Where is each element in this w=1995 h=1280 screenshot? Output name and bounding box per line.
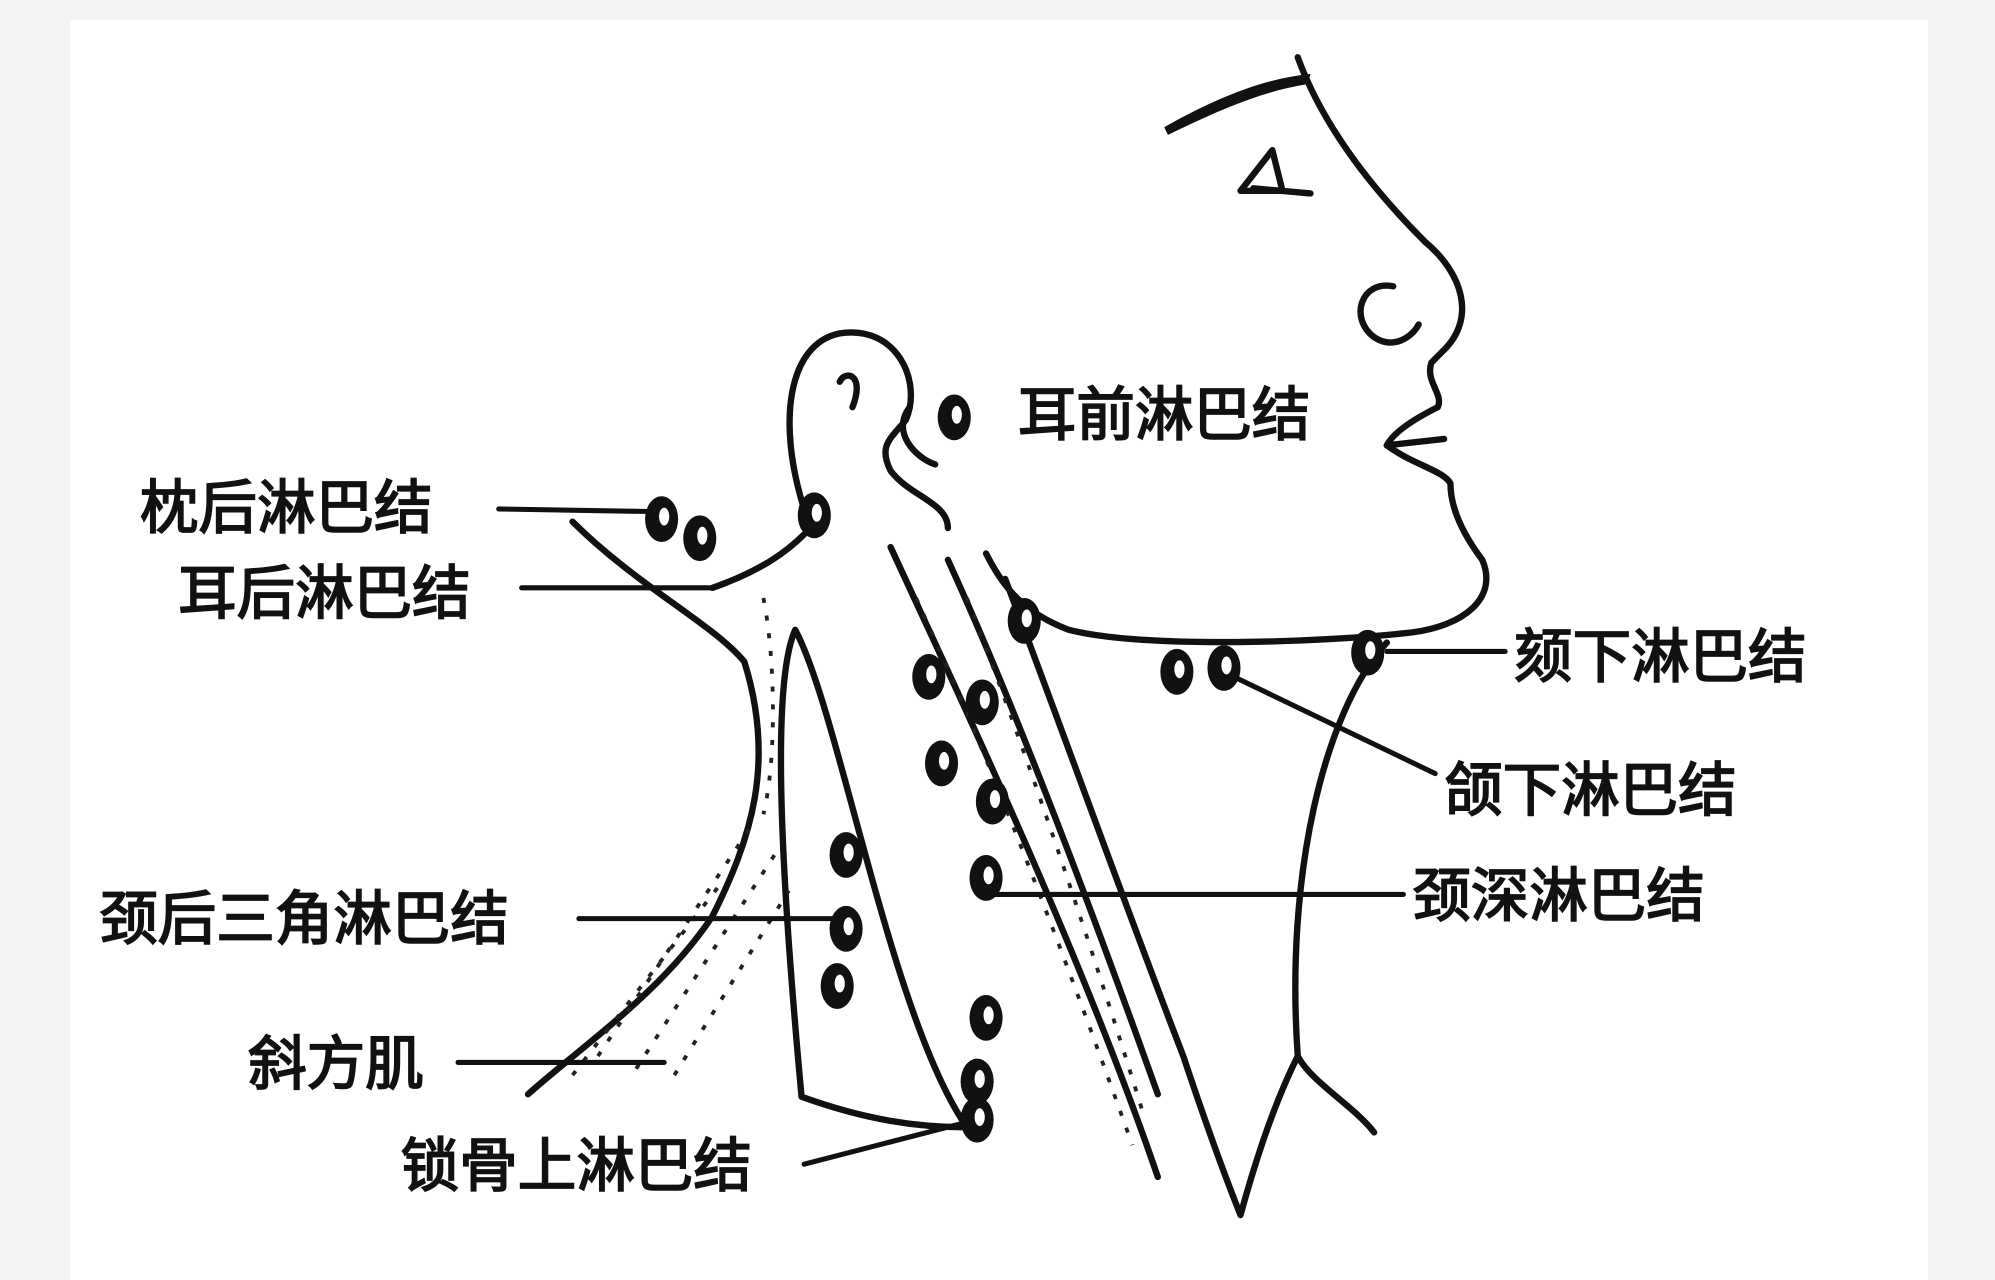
lymph-node [829, 905, 863, 952]
ear [786, 329, 952, 532]
head-neck-outline [524, 54, 1490, 1219]
trapezius-shading [571, 825, 791, 1077]
label-submandibular: 颌下淋巴结 [1444, 756, 1737, 824]
lymph-node-highlight [659, 507, 670, 526]
leader-lines [455, 506, 1508, 1167]
leader-submandibular [1231, 674, 1438, 777]
lymph-node [1351, 629, 1385, 676]
lymph-node [960, 1096, 994, 1143]
eye [1237, 146, 1314, 197]
lymph-node-highlight [951, 405, 962, 424]
lymph-node-highlight [811, 503, 822, 522]
ear-inner [836, 372, 939, 468]
lymph-node [912, 653, 946, 700]
lips [1383, 435, 1448, 449]
label-submental: 颏下淋巴结 [1514, 623, 1807, 691]
label-trapezius: 斜方肌 [248, 1030, 424, 1098]
labels: 耳前淋巴结 枕后淋巴结 耳后淋巴结 颏下淋巴结 颌下淋巴结 颈深淋巴结 颈后三角… [99, 381, 1806, 1200]
lymph-node-highlight [1021, 609, 1032, 628]
lymph-node-highlight [974, 1108, 985, 1127]
posterior-triangle [777, 626, 971, 1131]
lymph-node [1207, 645, 1241, 691]
sternocleidomastoid-back [944, 556, 1161, 1098]
nostril [1357, 282, 1422, 346]
muscle-shading [761, 597, 1147, 1146]
lymph-node-highlight [843, 917, 854, 936]
lymph-node [683, 515, 717, 562]
lymph-node-highlight [926, 665, 937, 684]
front-neck [1292, 639, 1391, 1136]
lymph-node [975, 778, 1009, 825]
lymph-node [1007, 598, 1041, 644]
back-of-head [709, 531, 808, 592]
lymph-node-highlight [983, 1006, 994, 1025]
lymph-node [1160, 648, 1194, 695]
lymph-node [960, 1058, 994, 1105]
lymph-node [965, 679, 999, 726]
lymph-node-highlight [697, 526, 708, 545]
lymph-node-highlight [983, 866, 994, 885]
lymph-node-highlight [974, 1070, 985, 1088]
lymph-node-highlight [938, 751, 950, 770]
lymph-node [924, 740, 959, 787]
lymph-node [969, 994, 1003, 1041]
eyebrow [1164, 73, 1311, 135]
back-of-neck [524, 518, 762, 1098]
lymph-node [820, 963, 854, 1009]
leader-supraclavicular [801, 1119, 970, 1167]
sternocleidomastoid-front [887, 543, 1161, 1181]
lymph-node [829, 832, 863, 878]
lymph-node-highlight [1365, 641, 1376, 660]
lymph-node-highlight [1221, 656, 1232, 675]
label-supraclavicular: 锁骨上淋巴结 [401, 1132, 752, 1200]
lymph-node [969, 855, 1003, 901]
lymph-node-highlight [843, 843, 854, 862]
lymph-nodes [645, 394, 1385, 1143]
face-profile [982, 54, 1490, 646]
lymph-node [645, 496, 679, 543]
lymph-node-highlight [979, 690, 990, 709]
lymph-node-highlight [834, 974, 845, 993]
lymph-node [797, 492, 831, 539]
label-posterior-triangle: 颈后三角淋巴结 [99, 885, 509, 953]
diagram-panel [70, 20, 1928, 1280]
label-postauricular: 耳后淋巴结 [178, 559, 471, 627]
sternal-notch [1001, 575, 1301, 1219]
lymph-node-highlight [989, 790, 1001, 808]
lymph-node-highlight [1174, 660, 1185, 679]
lymph-node [937, 394, 971, 441]
label-occipital: 枕后淋巴结 [140, 474, 433, 542]
label-deep-cervical: 颈深淋巴结 [1412, 862, 1705, 930]
label-preauricular: 耳前淋巴结 [1018, 381, 1311, 449]
leader-occipital [496, 506, 652, 515]
